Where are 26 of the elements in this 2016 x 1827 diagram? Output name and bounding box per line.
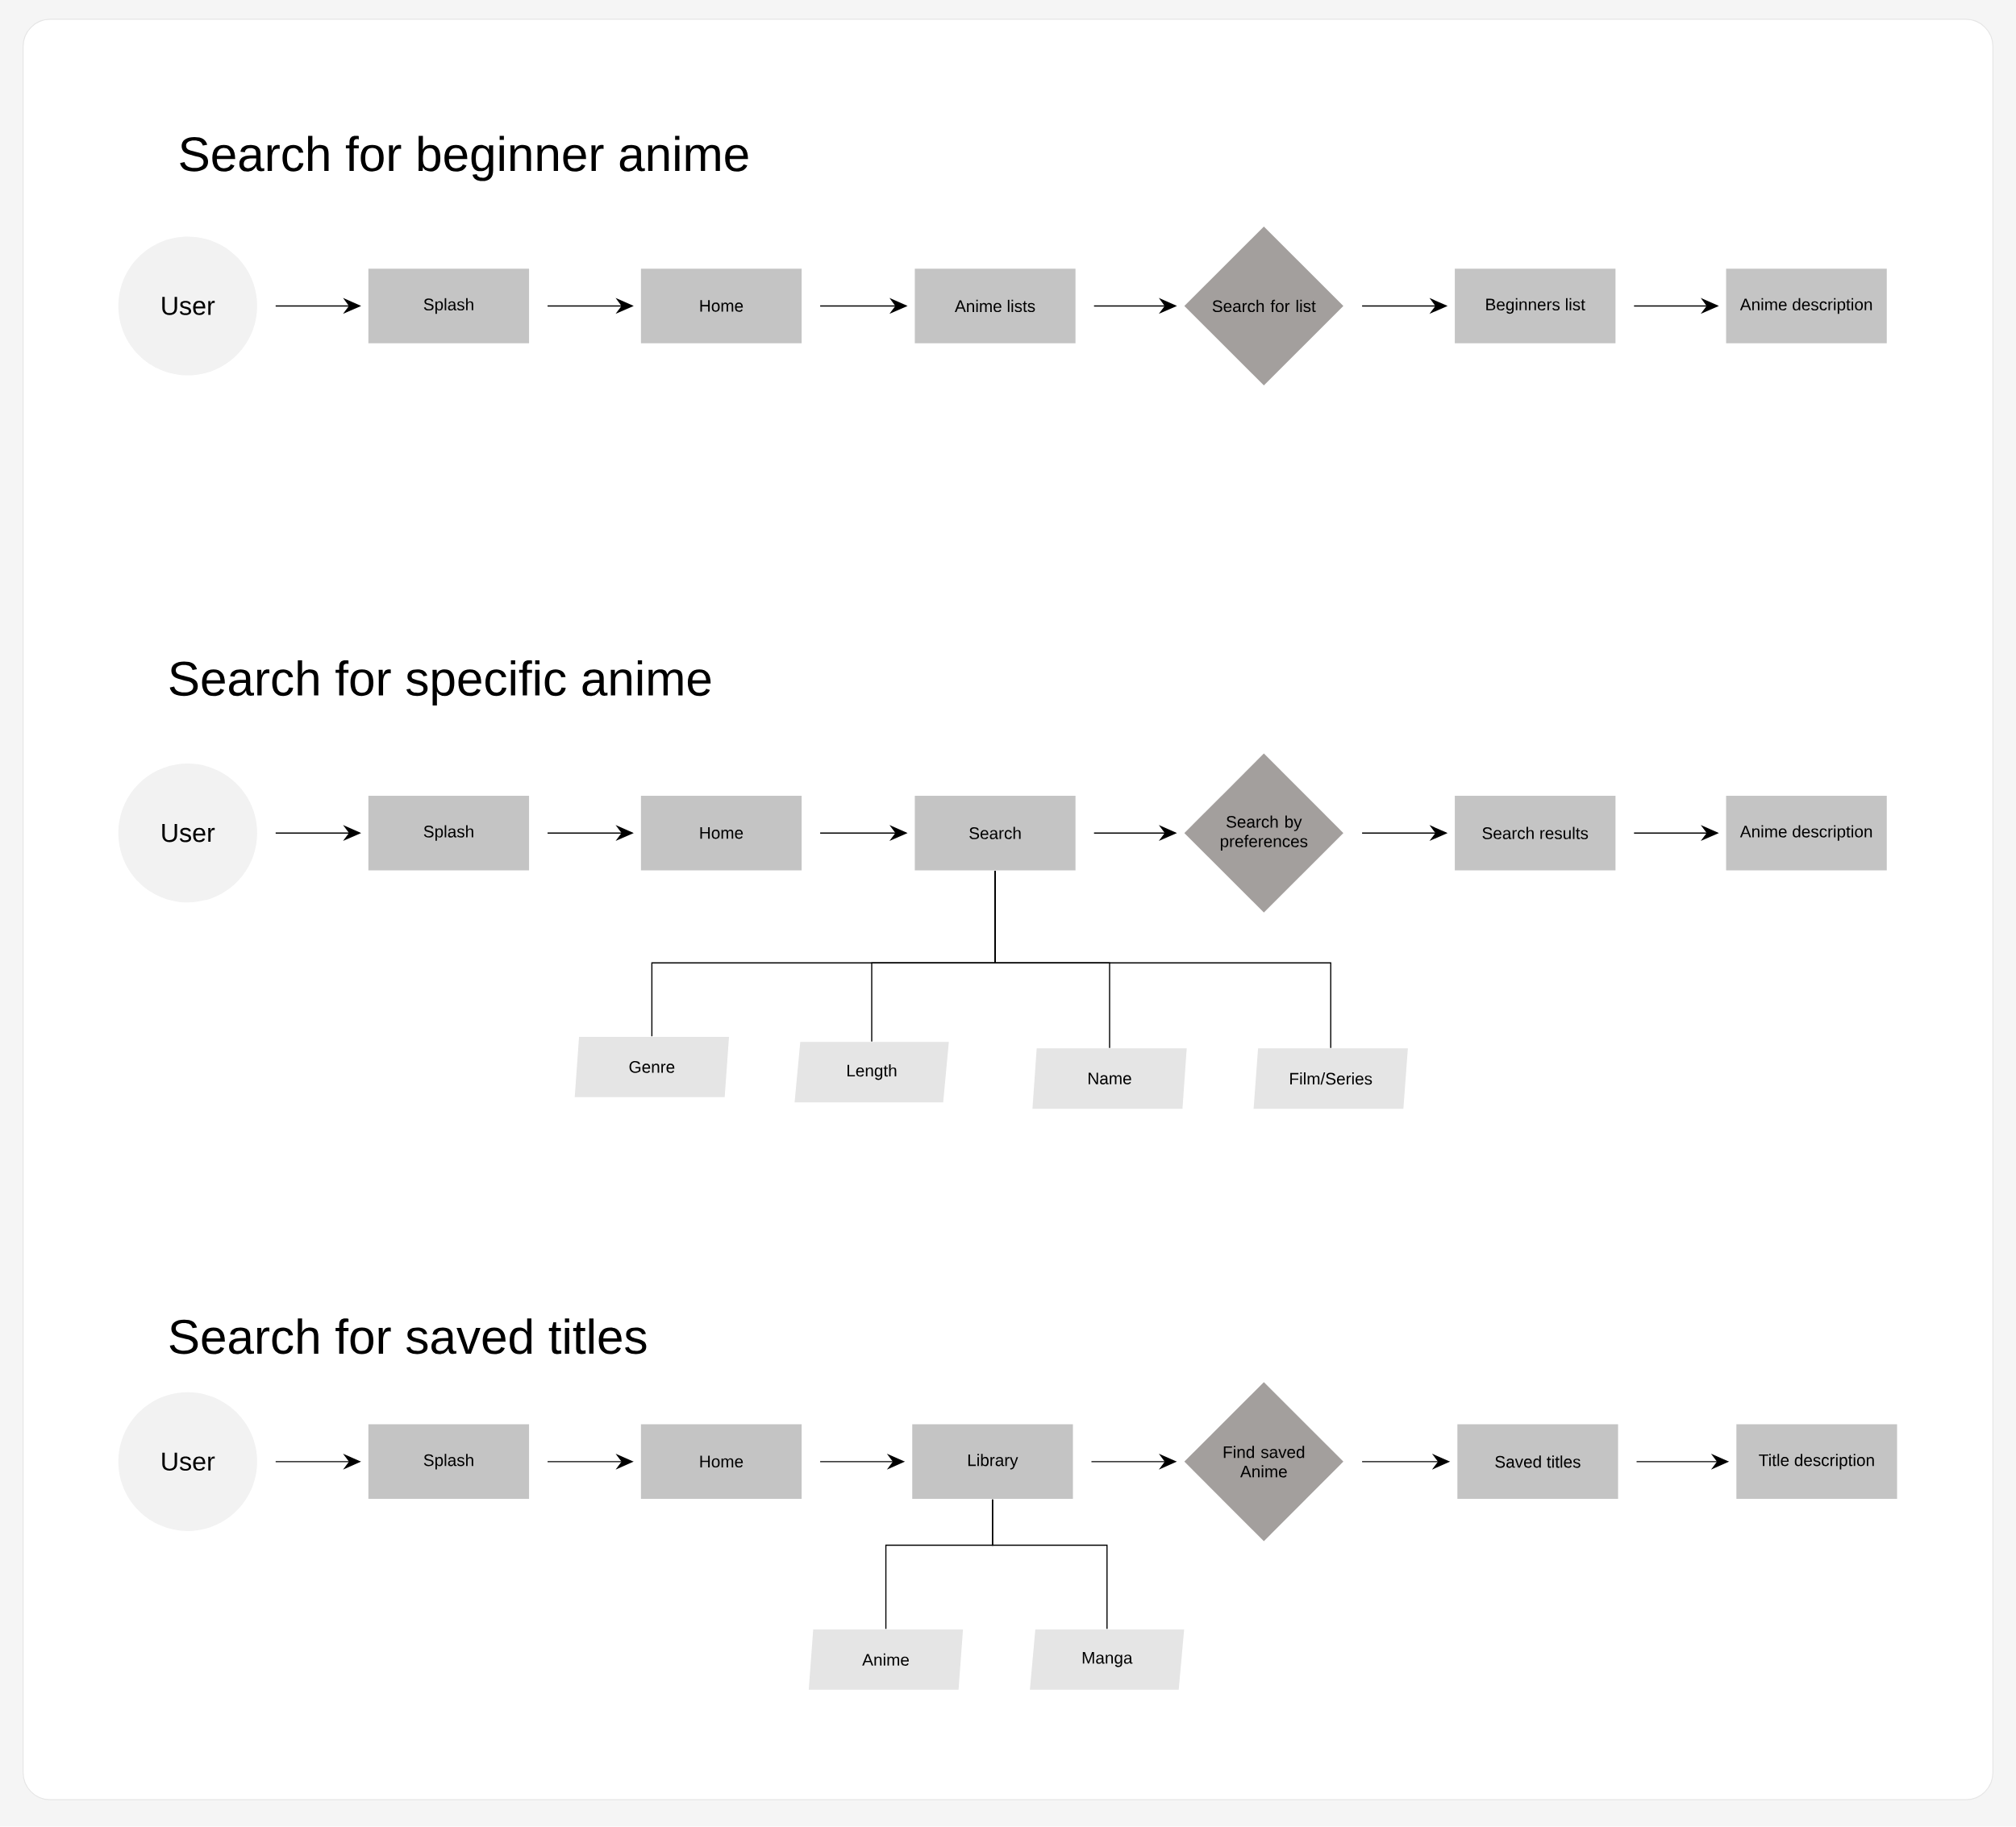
section-title: Search for beginner anime <box>180 135 748 181</box>
process-box: Saved titles <box>1457 1424 1618 1500</box>
connector-line <box>992 1499 1108 1630</box>
process-box: Beginners list <box>1455 268 1616 343</box>
process-box: Splash <box>368 1424 530 1500</box>
process-box: Splash <box>368 268 530 343</box>
data-parallelogram: Length <box>794 1042 949 1103</box>
process-box: Anime description <box>1726 796 1887 871</box>
process-box: Search results <box>1455 796 1616 871</box>
process-box: Anime description <box>1726 268 1887 343</box>
process-box: Library <box>912 1424 1073 1500</box>
data-parallelogram: Genre <box>574 1037 729 1097</box>
process-box: Home <box>640 1424 802 1500</box>
section-title: Search for saved titles <box>169 1318 647 1355</box>
process-box: Title description <box>1736 1424 1897 1500</box>
connector-line <box>994 870 1331 1049</box>
process-box: Home <box>640 268 802 343</box>
process-box: Anime lists <box>914 268 1076 343</box>
process-box: Search <box>914 796 1076 871</box>
process-box: Splash <box>368 796 530 871</box>
process-box: Home <box>640 796 802 871</box>
data-parallelogram: Anime <box>808 1629 964 1691</box>
data-parallelogram: Film/Series <box>1253 1048 1408 1109</box>
data-parallelogram: Name <box>1032 1048 1187 1109</box>
section-title: Search for specific anime <box>169 660 711 706</box>
data-parallelogram: Manga <box>1030 1629 1185 1691</box>
